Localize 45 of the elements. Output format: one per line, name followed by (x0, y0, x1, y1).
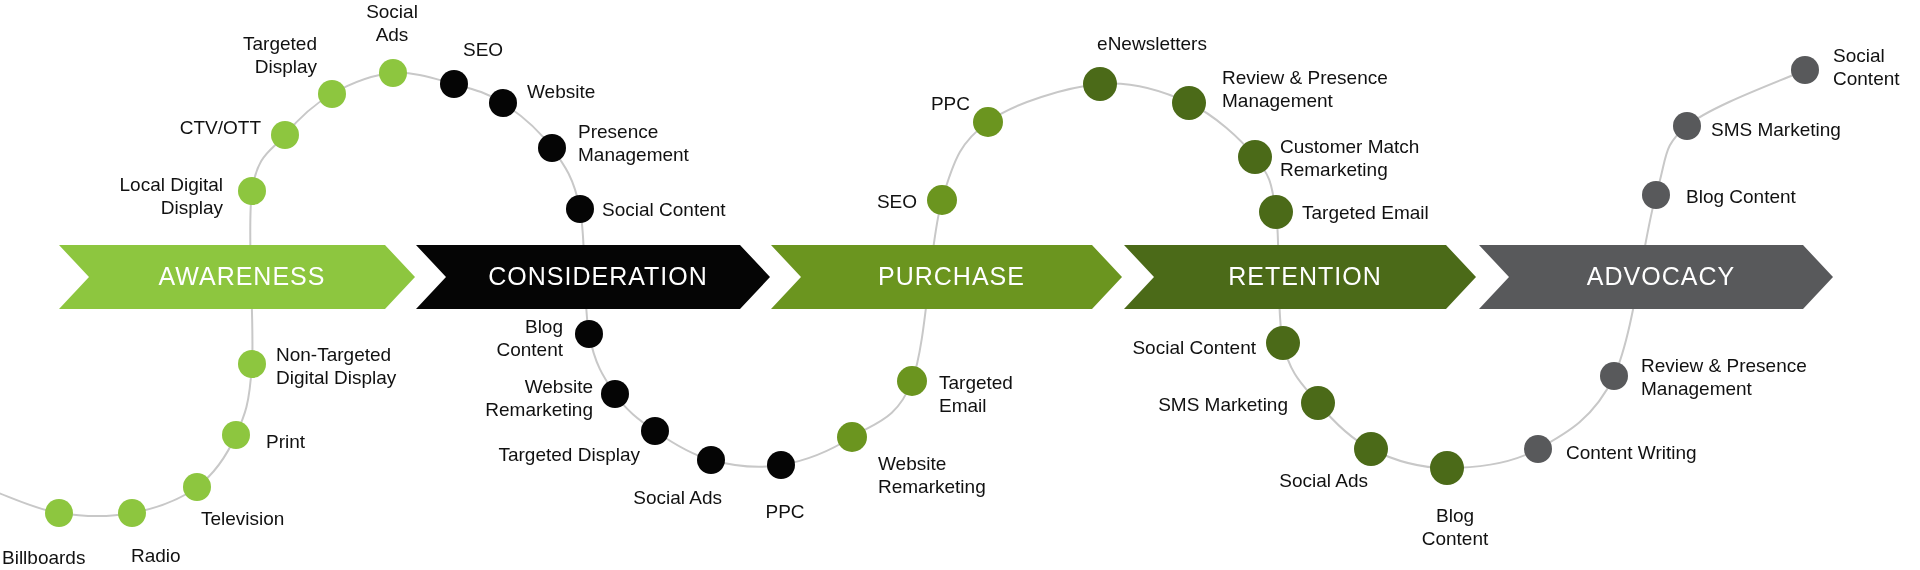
stage-label: PURCHASE (877, 261, 1025, 293)
tactic-label: SMS Marketing (1711, 118, 1841, 141)
tactic-label: Presence Management (578, 120, 690, 166)
tactic-label: Billboards (2, 546, 86, 569)
tactic-label: PPC (765, 500, 805, 523)
tactic-label: SEO (463, 38, 504, 61)
stage-band (416, 245, 770, 309)
tactic-label: Television (201, 507, 285, 530)
stage-label: ADVOCACY (1585, 261, 1736, 293)
tactic-label: Blog Content (495, 315, 563, 361)
tactic-label: Blog Content (1420, 504, 1490, 550)
stage-label: CONSIDERATION (487, 261, 708, 293)
tactic-label: SMS Marketing (1158, 393, 1288, 416)
tactic-label: Targeted Display (242, 32, 317, 78)
stage-band (771, 245, 1122, 309)
tactic-label: Targeted Email (939, 371, 1014, 417)
tactic-label: Social Ads (1279, 469, 1368, 492)
tactic-label: PPC (930, 92, 970, 115)
tactic-label: Social Ads (365, 0, 419, 46)
tactic-label: Customer Match Remarketing (1280, 135, 1421, 181)
tactic-label: Social Content (602, 198, 726, 221)
stage-band (1124, 245, 1476, 309)
tactic-label: Local Digital Display (118, 173, 223, 219)
tactic-label: Social Content (1132, 336, 1256, 359)
stage-band (59, 245, 415, 309)
tactic-label: Content Writing (1566, 441, 1697, 464)
tactic-label: Targeted Email (1302, 201, 1429, 224)
tactic-label: Social Ads (633, 486, 722, 509)
tactic-label: Print (266, 430, 306, 453)
stage-band (1479, 245, 1833, 309)
tactic-label: Targeted Display (498, 443, 640, 466)
stage-label: AWARENESS (157, 261, 326, 293)
tactic-label: Social Content (1833, 44, 1901, 90)
tactic-label: CTV/OTT (179, 116, 261, 139)
tactic-label: Non-Targeted Digital Display (276, 343, 398, 389)
tactic-label: Website Remarketing (878, 452, 987, 498)
tactic-label: Website Remarketing (484, 375, 593, 421)
tactic-label: Blog Content (1686, 185, 1796, 208)
tactic-label: SEO (876, 190, 917, 213)
tactic-label: Review & Presence Management (1641, 354, 1808, 400)
tactic-label: Website (527, 80, 596, 103)
tactic-label: eNewsletters (1097, 32, 1207, 55)
stage-label: RETENTION (1227, 261, 1382, 293)
tactic-label: Radio (131, 544, 181, 567)
tactic-label: Review & Presence Management (1222, 66, 1389, 112)
